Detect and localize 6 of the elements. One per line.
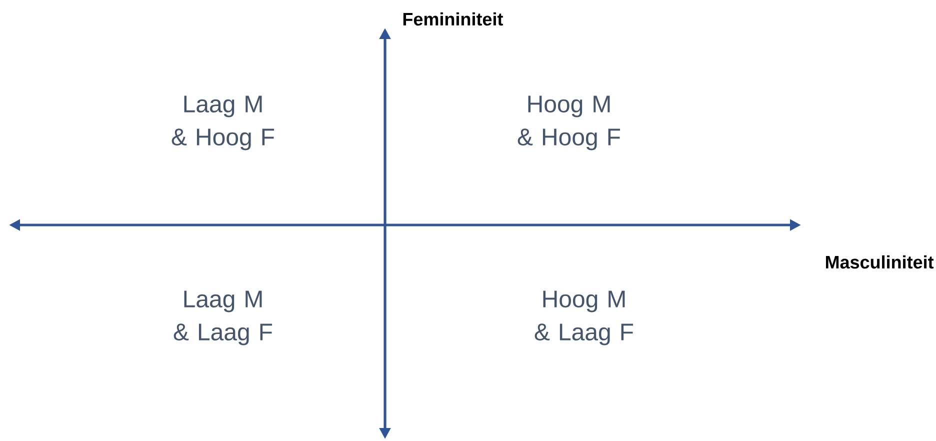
quadrant-label: Hoog M & Hoog F (518, 96, 620, 150)
quadrant-label: Laag M & Hoog F (172, 96, 274, 150)
axis-title: Masculiniteit (826, 255, 934, 269)
axis-title: Femininiteit (403, 12, 503, 26)
quadrant-label: Hoog M & Laag F (534, 290, 634, 346)
quadrant-label: Laag M & Laag F (174, 290, 272, 346)
